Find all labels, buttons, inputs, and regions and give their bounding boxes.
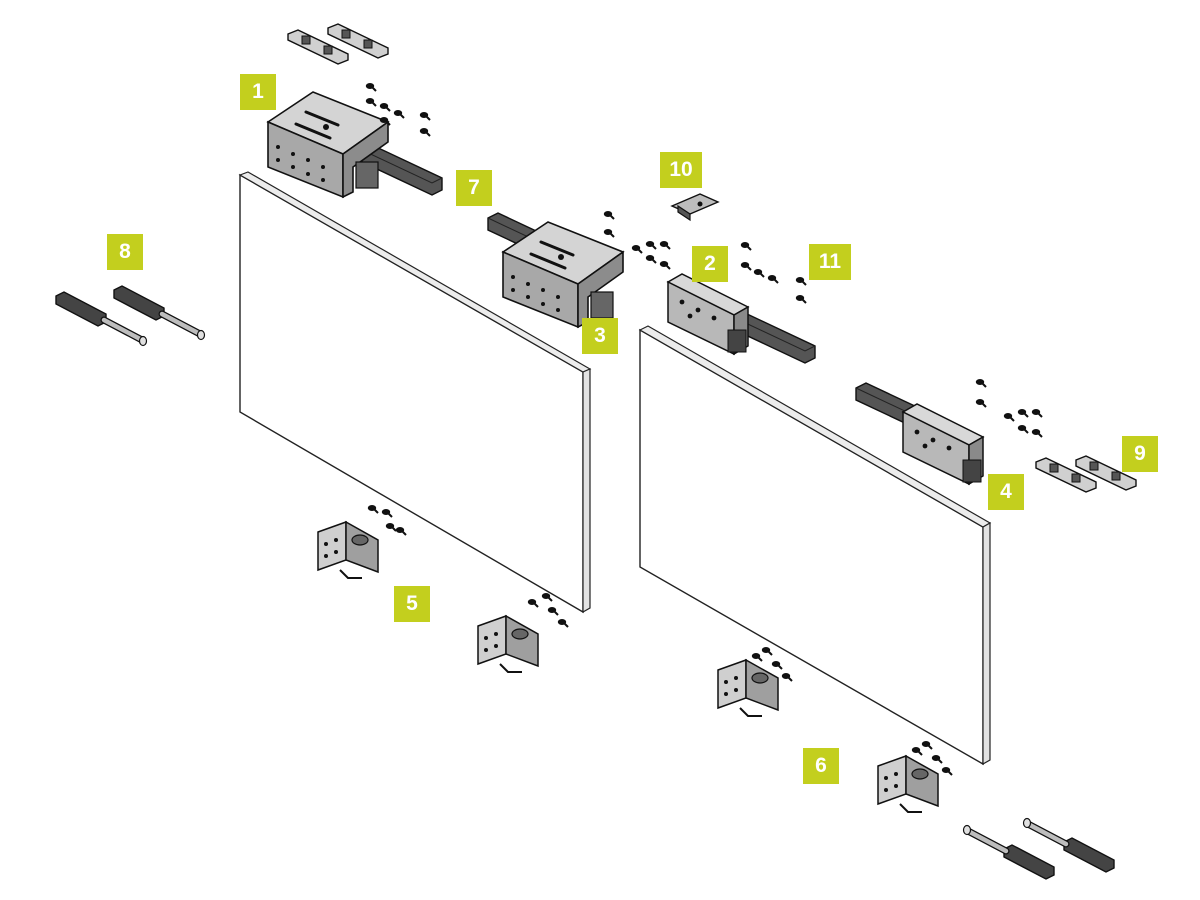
callout-9: 9 bbox=[1122, 436, 1158, 472]
screw-group bbox=[366, 504, 407, 536]
callout-1: 1 bbox=[240, 74, 276, 110]
stopper-clip bbox=[670, 193, 720, 222]
bottom-guide bbox=[317, 521, 379, 579]
bottom-guide bbox=[477, 615, 539, 673]
top-bracket bbox=[266, 90, 443, 199]
screw-group bbox=[739, 241, 807, 304]
callout-6: 6 bbox=[803, 748, 839, 784]
callout-11: 11 bbox=[809, 244, 851, 280]
callout-8: 8 bbox=[107, 234, 143, 270]
callout-3: 3 bbox=[582, 318, 618, 354]
top-bracket bbox=[487, 212, 625, 329]
callout-7: 7 bbox=[456, 170, 492, 206]
callout-5: 5 bbox=[394, 586, 430, 622]
right-door-panel bbox=[638, 325, 992, 766]
left-door-panel bbox=[238, 171, 592, 614]
callout-2: 2 bbox=[692, 246, 728, 282]
callout-10: 10 bbox=[660, 152, 702, 188]
bottom-guide bbox=[877, 755, 939, 813]
screw-group bbox=[974, 378, 1043, 438]
callout-4: 4 bbox=[988, 474, 1024, 510]
bottom-guide bbox=[717, 659, 779, 717]
